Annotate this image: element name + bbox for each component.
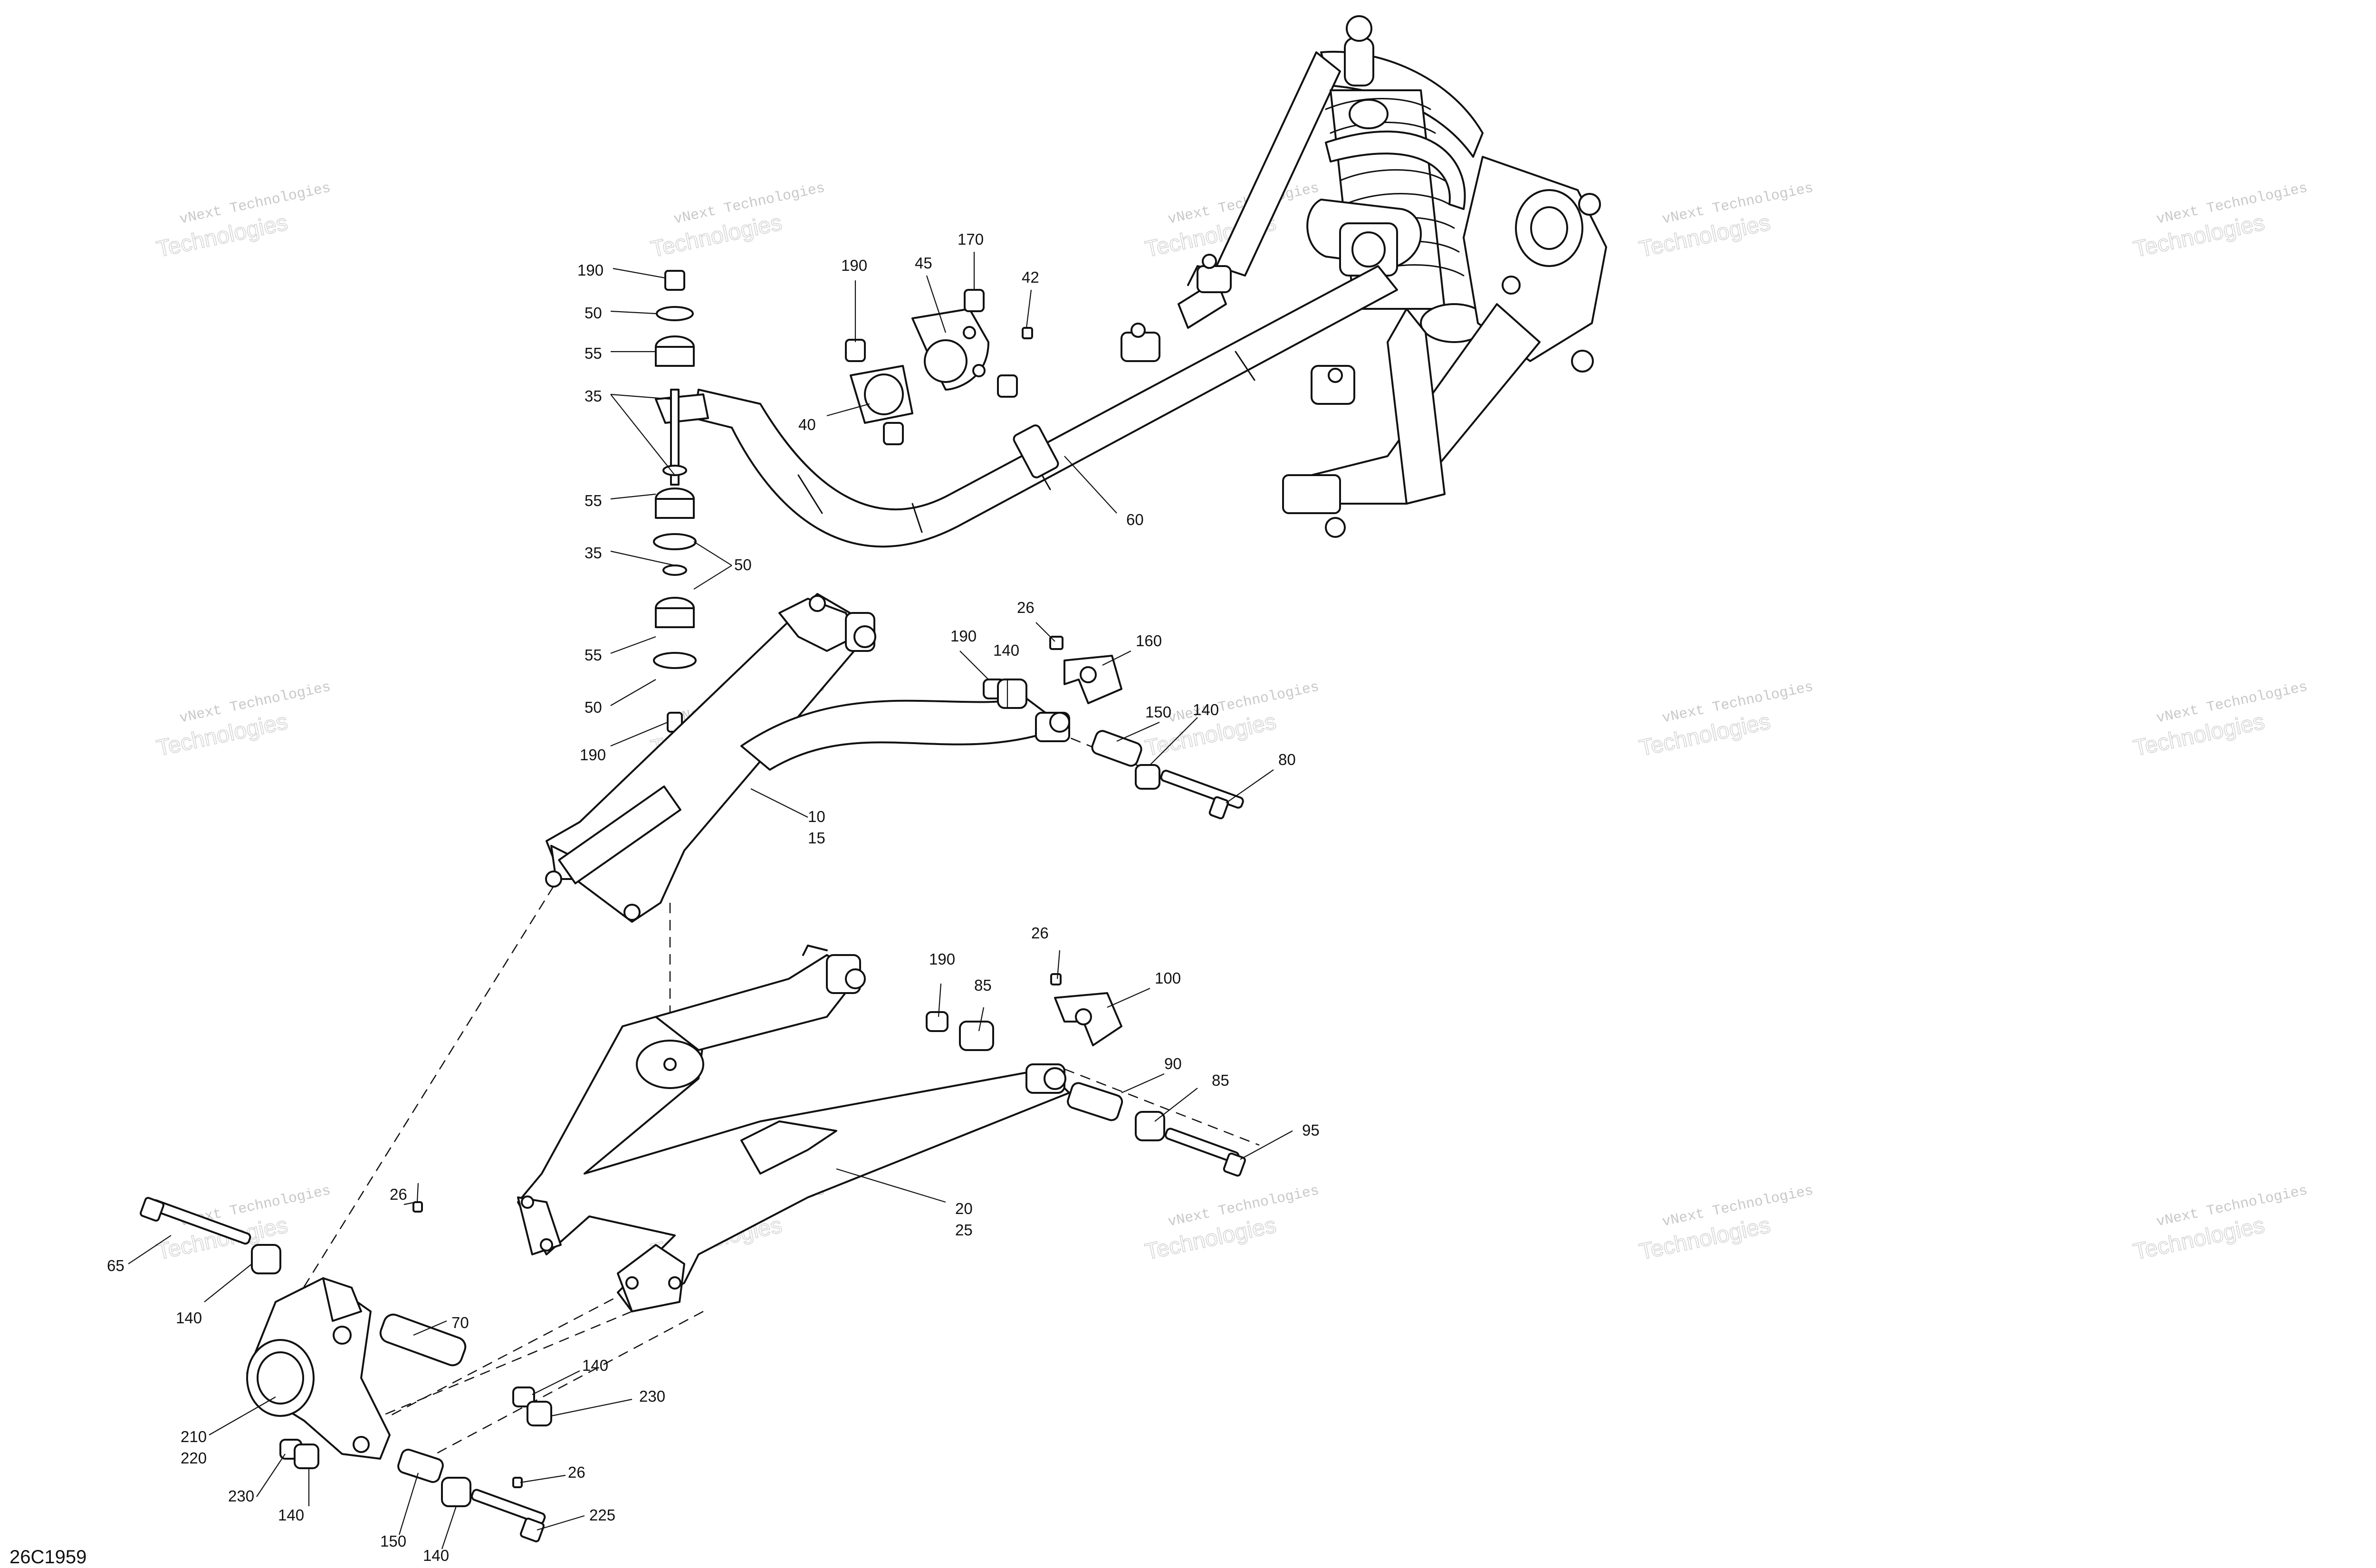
callout-label: 40 xyxy=(798,416,816,433)
callout-label: 26 xyxy=(1017,599,1035,616)
callout-label: 190 xyxy=(950,627,977,645)
end-link-hardware-stack xyxy=(653,270,697,733)
callout-label: 140 xyxy=(278,1506,304,1524)
callout-label: 95 xyxy=(1302,1121,1320,1139)
callout-label: 80 xyxy=(1278,751,1296,768)
callout-label: 140 xyxy=(1193,701,1219,718)
callout-label: 50 xyxy=(734,556,752,574)
shock-absorber-assembly xyxy=(1121,15,1607,538)
callout-label: 140 xyxy=(582,1357,608,1374)
callout-label: 190 xyxy=(577,261,604,279)
callout-label: 100 xyxy=(1155,969,1181,987)
callout-label: 70 xyxy=(451,1314,469,1331)
callout-label: 20 xyxy=(955,1200,973,1217)
callout-label: 55 xyxy=(584,646,602,664)
callout-label: 25 xyxy=(955,1221,973,1239)
callout-label: 190 xyxy=(580,746,606,764)
callout-label: 15 xyxy=(808,829,825,847)
callout-label: 35 xyxy=(584,544,602,562)
callout-label: 55 xyxy=(584,344,602,362)
callout-label: 140 xyxy=(423,1547,449,1564)
upper-arm-hardware xyxy=(983,636,1244,820)
sway-bar-clamps xyxy=(845,289,1033,445)
callout-label: 90 xyxy=(1164,1055,1182,1072)
callout-label: 50 xyxy=(584,698,602,716)
knuckle-hub-carrier xyxy=(140,1197,552,1542)
callout-label: 26 xyxy=(390,1186,407,1203)
callout-label: 35 xyxy=(584,387,602,405)
callout-label: 230 xyxy=(228,1487,254,1505)
callout-label: 85 xyxy=(974,976,992,994)
diagram-code: 26C1959 xyxy=(10,1547,86,1568)
callout-label: 26 xyxy=(1031,924,1049,942)
upper-control-arm xyxy=(545,593,1070,923)
callout-label: 170 xyxy=(958,230,984,248)
callout-label: 230 xyxy=(639,1387,665,1405)
callout-label: 26 xyxy=(568,1463,585,1481)
callout-label: 150 xyxy=(1145,703,1171,721)
callout-label: 220 xyxy=(181,1449,207,1467)
lower-arm-hardware xyxy=(926,973,1246,1177)
callout-label: 210 xyxy=(181,1428,207,1445)
callout-label: 160 xyxy=(1136,632,1162,650)
callout-label: 65 xyxy=(107,1257,125,1274)
callout-label: 60 xyxy=(1126,511,1144,528)
leader-lines xyxy=(128,252,1293,1549)
sway-bar xyxy=(655,265,1398,548)
callout-label: 150 xyxy=(380,1532,406,1550)
callout-label: 55 xyxy=(584,492,602,509)
callout-label: 10 xyxy=(808,808,825,825)
lower-control-arm xyxy=(517,945,1070,1312)
callout-label: 190 xyxy=(841,257,867,274)
callout-label: 42 xyxy=(1022,268,1039,286)
callout-label: 50 xyxy=(584,304,602,322)
callout-labels: 190 50 55 35 55 35 50 55 50 190 190 45 1… xyxy=(107,230,1320,1564)
callout-label: 140 xyxy=(993,641,1019,659)
callout-label: 190 xyxy=(929,950,955,968)
callout-label: 225 xyxy=(589,1506,615,1524)
callout-label: 140 xyxy=(176,1309,202,1327)
callout-label: 85 xyxy=(1212,1071,1229,1089)
callout-label: 45 xyxy=(915,254,932,272)
